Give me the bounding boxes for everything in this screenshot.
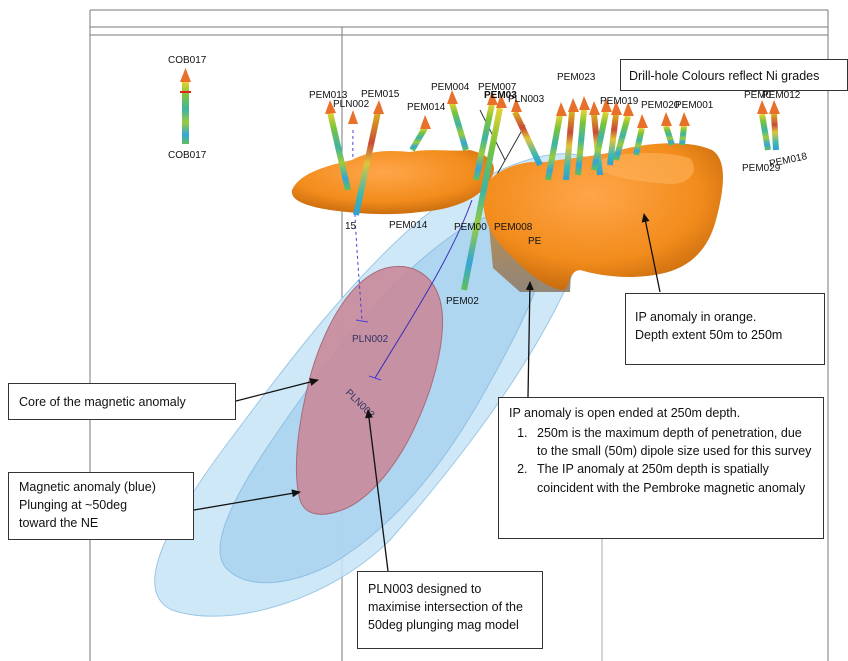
drill-hole-arrow — [579, 96, 590, 110]
hole-label: PEM023 — [557, 72, 596, 83]
drill-hole-arrow — [420, 115, 431, 129]
ip-open-item: 250m is the maximum depth of penetration… — [531, 424, 813, 460]
drill-hole-pem012 — [774, 114, 776, 150]
ip-open-item: The IP anomaly at 250m depth is spatiall… — [531, 460, 813, 496]
drill-hole-pem0 — [762, 114, 768, 150]
drill-hole-arrow — [180, 68, 191, 82]
ip-open-list: 250m is the maximum depth of penetration… — [509, 424, 813, 497]
hole-label: PEM008 — [494, 222, 533, 233]
hole-label: PEM001 — [675, 100, 714, 111]
hole-label: PEM02 — [446, 296, 479, 307]
hole-label: PEM020 — [641, 100, 680, 111]
pln-line: 50deg plunging mag model — [368, 616, 532, 634]
magnetic-anomaly-callout: Magnetic anomaly (blue) Plunging at ~50d… — [8, 472, 194, 540]
pln-line: PLN003 designed to — [368, 580, 532, 598]
core-callout: Core of the magnetic anomaly — [8, 383, 236, 420]
legend-callout: Drill-hole Colours reflect Ni grades — [620, 59, 848, 91]
ip-open-ended-callout: IP anomaly is open ended at 250m depth. … — [498, 397, 824, 539]
hole-label: PE — [528, 236, 542, 247]
drill-hole-arrow — [568, 98, 579, 112]
drill-hole-pem001 — [682, 126, 684, 145]
drill-hole-arrow — [757, 100, 768, 114]
mag-line: Plunging at ~50deg — [19, 496, 183, 514]
hole-label: PEM00 — [454, 222, 487, 233]
ip-orange-callout: IP anomaly in orange. Depth extent 50m t… — [625, 293, 825, 365]
pln-line: maximise intersection of the — [368, 598, 532, 616]
mag-line: toward the NE — [19, 514, 183, 532]
drill-hole-arrow — [637, 114, 648, 128]
drill-hole-arrow — [679, 112, 690, 126]
pln003-callout: PLN003 designed to maximise intersection… — [357, 571, 543, 649]
hole-label: 15 — [345, 221, 357, 232]
drill-hole-arrow — [373, 100, 384, 114]
drill-hole-arrow — [348, 110, 358, 124]
drill-hole-arrow — [661, 112, 672, 126]
core-text: Core of the magnetic anomaly — [19, 393, 225, 411]
drill-hole-arrow — [589, 101, 600, 115]
hole-label: PEM012 — [762, 90, 801, 101]
mag-line: Magnetic anomaly (blue) — [19, 478, 183, 496]
drill-hole-arrow — [556, 102, 567, 116]
hole-label: PLN003 — [508, 94, 545, 105]
drill-hole-pem020 — [666, 126, 672, 145]
drill-hole-pln003 — [515, 112, 540, 165]
ip-orange-line: Depth extent 50m to 250m — [635, 326, 815, 344]
hole-label: PEM019 — [600, 96, 639, 107]
hole-label: PLN002 — [352, 334, 389, 345]
hole-label: COB017 — [168, 55, 207, 66]
legend-text: Drill-hole Colours reflect Ni grades — [629, 67, 839, 85]
drill-hole-pem014 — [412, 128, 425, 150]
ip-orange-line: IP anomaly in orange. — [635, 308, 815, 326]
hole-label: PLN002 — [333, 99, 370, 110]
hole-label: PEM014 — [407, 102, 446, 113]
ip-anomaly — [292, 143, 723, 292]
ip-open-title: IP anomaly is open ended at 250m depth. — [509, 404, 813, 422]
hole-label: PEM018 — [768, 151, 808, 170]
hole-label: PEM004 — [431, 82, 470, 93]
hole-label: COB017 — [168, 150, 207, 161]
drill-hole-pem004 — [452, 103, 466, 150]
drill-hole-arrow — [769, 100, 780, 114]
hole-label: PEM015 — [361, 89, 400, 100]
hole-label: PEM014 — [389, 220, 428, 231]
